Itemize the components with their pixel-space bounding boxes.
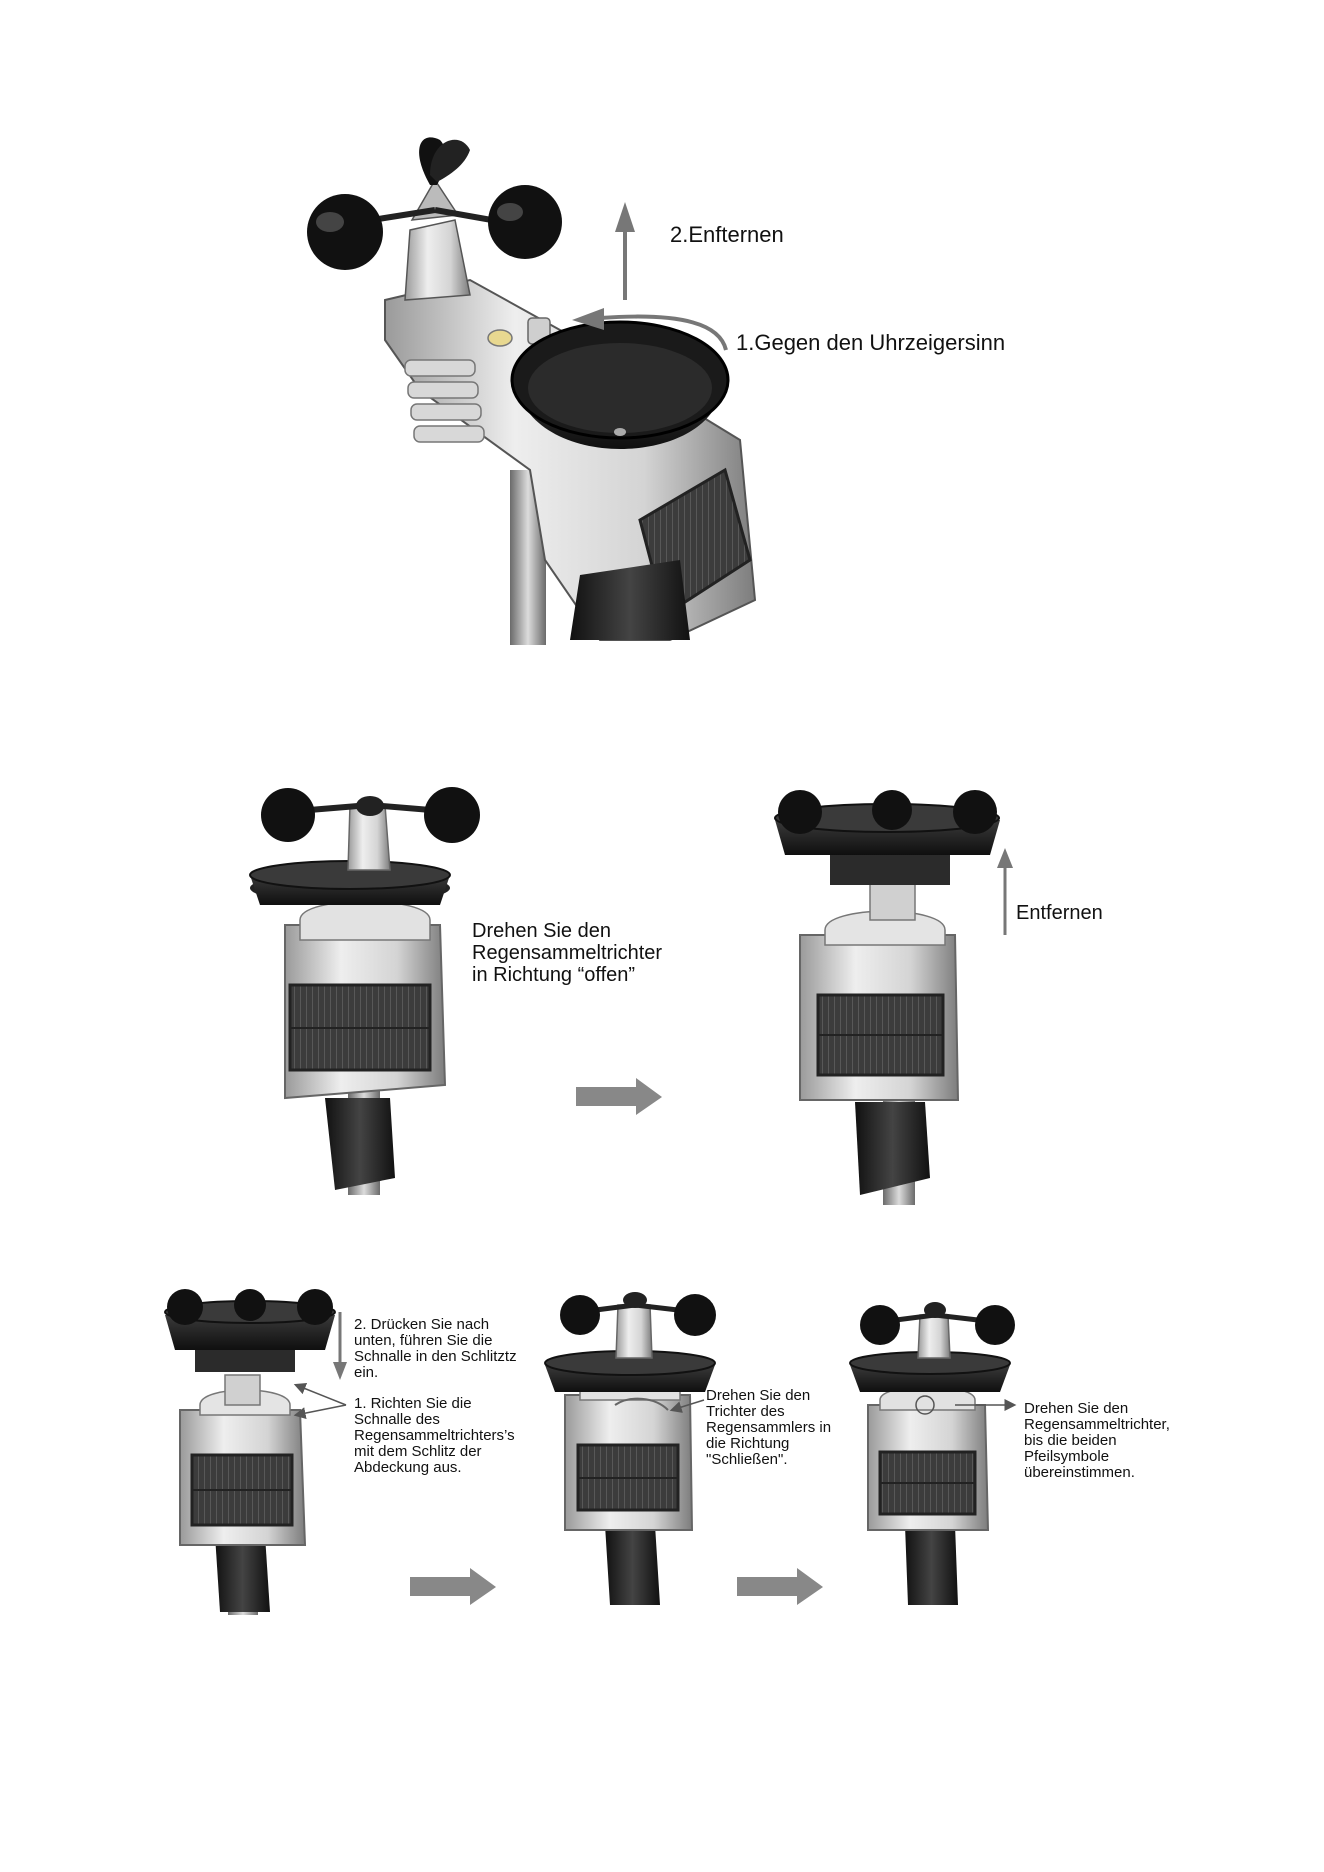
press-down-line-1: 2. Drücken Sie nach (354, 1316, 490, 1333)
arrow-right-icon-2 (410, 1568, 496, 1605)
match-arrows-line-5: übereinstimmen. (1024, 1464, 1135, 1481)
rotate-open-label: Drehen Sie den Regensammeltrichter in Ri… (472, 920, 662, 986)
press-down-line-4: ein. (354, 1364, 379, 1381)
rotate-close-line-4: die Richtung (706, 1435, 790, 1452)
rotate-close-line-1: Drehen Sie den (706, 1387, 811, 1404)
remove-label: Entfernen (1016, 902, 1103, 924)
match-arrows-line-2: Regensammeltrichter, (1024, 1416, 1170, 1433)
match-arrows-line-3: bis die beiden (1024, 1432, 1117, 1449)
arrow-right-icon (576, 1078, 662, 1115)
align-buckle-line-2: Schnalle des (354, 1411, 440, 1428)
rotate-open-line-3: in Richtung “offen” (472, 964, 636, 986)
pointer-lines (293, 1382, 347, 1420)
figure-3-sensor-left (164, 1289, 336, 1615)
figure-1-sensor (307, 137, 757, 645)
figure-2-sensor-right (774, 790, 1000, 1205)
match-arrows-line-1: Drehen Sie den (1024, 1400, 1129, 1417)
align-buckle-label: 1. Richten Sie die Schnalle des Regensam… (354, 1396, 515, 1476)
align-buckle-line-5: Abdeckung aus. (354, 1459, 462, 1476)
pointer-lines-2 (669, 1399, 705, 1413)
press-down-line-2: unten, führen Sie die (354, 1332, 493, 1349)
figure-2-sensor-left (249, 787, 480, 1195)
align-buckle-line-3: Regensammeltrichters’s (354, 1427, 515, 1444)
arrow-up-icon (615, 202, 635, 300)
rotate-close-line-5: "Schließen". (706, 1451, 788, 1468)
press-down-label: 2. Drücken Sie nach unten, führen Sie di… (354, 1317, 517, 1381)
rotate-open-line-2: Regensammeltrichter (472, 942, 663, 964)
arrow-down-icon (333, 1312, 347, 1380)
step-remove-label: 2.Enfternen (670, 222, 784, 247)
step-rotate-label: 1.Gegen den Uhrzeigersinn (736, 330, 1006, 355)
press-down-line-3: Schnalle in den Schlitztz (354, 1348, 517, 1365)
rotate-hint-icon (614, 1397, 669, 1411)
arrow-up-small-icon (997, 848, 1013, 935)
rotate-close-line-3: Regensammlers in (706, 1419, 832, 1436)
align-buckle-line-4: mit dem Schlitz der (354, 1443, 482, 1460)
rotate-close-line-2: Trichter des (706, 1403, 785, 1420)
match-arrows-label: Drehen Sie den Regensammeltrichter, bis … (1024, 1401, 1170, 1481)
figure-3-sensor-middle (544, 1292, 716, 1605)
rotate-close-label: Drehen Sie den Trichter des Regensammler… (706, 1388, 831, 1468)
match-arrows-line-4: Pfeilsymbole (1024, 1448, 1110, 1465)
counterclockwise-arrow-icon (572, 308, 728, 351)
figure-3-sensor-right (849, 1302, 1015, 1605)
align-buckle-line-1: 1. Richten Sie die (354, 1395, 472, 1412)
arrow-right-icon-3 (737, 1568, 823, 1605)
rotate-open-line-1: Drehen Sie den (472, 920, 611, 942)
